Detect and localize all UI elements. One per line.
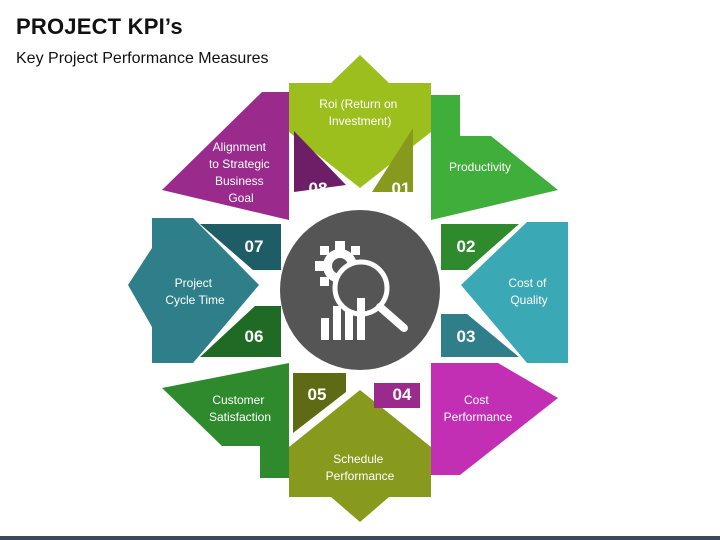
kpi-tab-06 (200, 306, 281, 357)
kpi-shape-03 (461, 222, 568, 363)
kpi-tab-03 (441, 314, 519, 357)
kpi-number-06: 06 (245, 327, 264, 346)
kpi-tab-07 (200, 224, 281, 270)
kpi-shape-02 (431, 95, 558, 220)
kpi-tab-08 (294, 131, 346, 192)
kpi-label-03: Cost of Quality (508, 276, 549, 307)
kpi-shape-01 (289, 55, 431, 188)
kpi-number-02: 02 (457, 237, 476, 256)
kpi-number-03: 03 (457, 327, 476, 346)
kpi-label-01: Roi (Return on Investment) (319, 97, 400, 128)
kpi-tab-04 (374, 383, 420, 408)
kpi-number-05: 05 (308, 385, 327, 404)
kpi-label-02: Productivity (449, 160, 511, 174)
kpi-number-04: 04 (393, 385, 412, 404)
kpi-label-08: Alignment to Strategic Business Goal (209, 140, 273, 205)
kpi-label-07: Project Cycle Time (165, 276, 225, 307)
kpi-label-06: Customer Satisfaction (209, 393, 271, 424)
kpi-label-05: Schedule Performance (326, 452, 395, 483)
page-title: PROJECT KPI’s (16, 14, 183, 39)
kpi-number-07: 07 (245, 237, 264, 256)
kpi-tab-01 (372, 128, 413, 192)
kpi-shape-05 (289, 390, 431, 522)
footer-bar (0, 536, 720, 540)
page-subtitle: Key Project Performance Measures (16, 50, 269, 67)
gear-magnifier-chart-icon (315, 241, 408, 332)
kpi-number-01: 01 (392, 179, 411, 198)
kpi-shape-06 (162, 363, 289, 478)
bar-chart-icon (321, 298, 365, 340)
kpi-tab-05 (293, 373, 346, 433)
kpi-number-08: 08 (309, 179, 328, 198)
kpi-label-04: Cost Performance (444, 393, 513, 424)
kpi-shape-08 (162, 92, 289, 220)
kpi-shape-04 (431, 363, 558, 475)
kpi-tab-02 (441, 224, 519, 270)
kpi-shape-07 (128, 218, 259, 363)
